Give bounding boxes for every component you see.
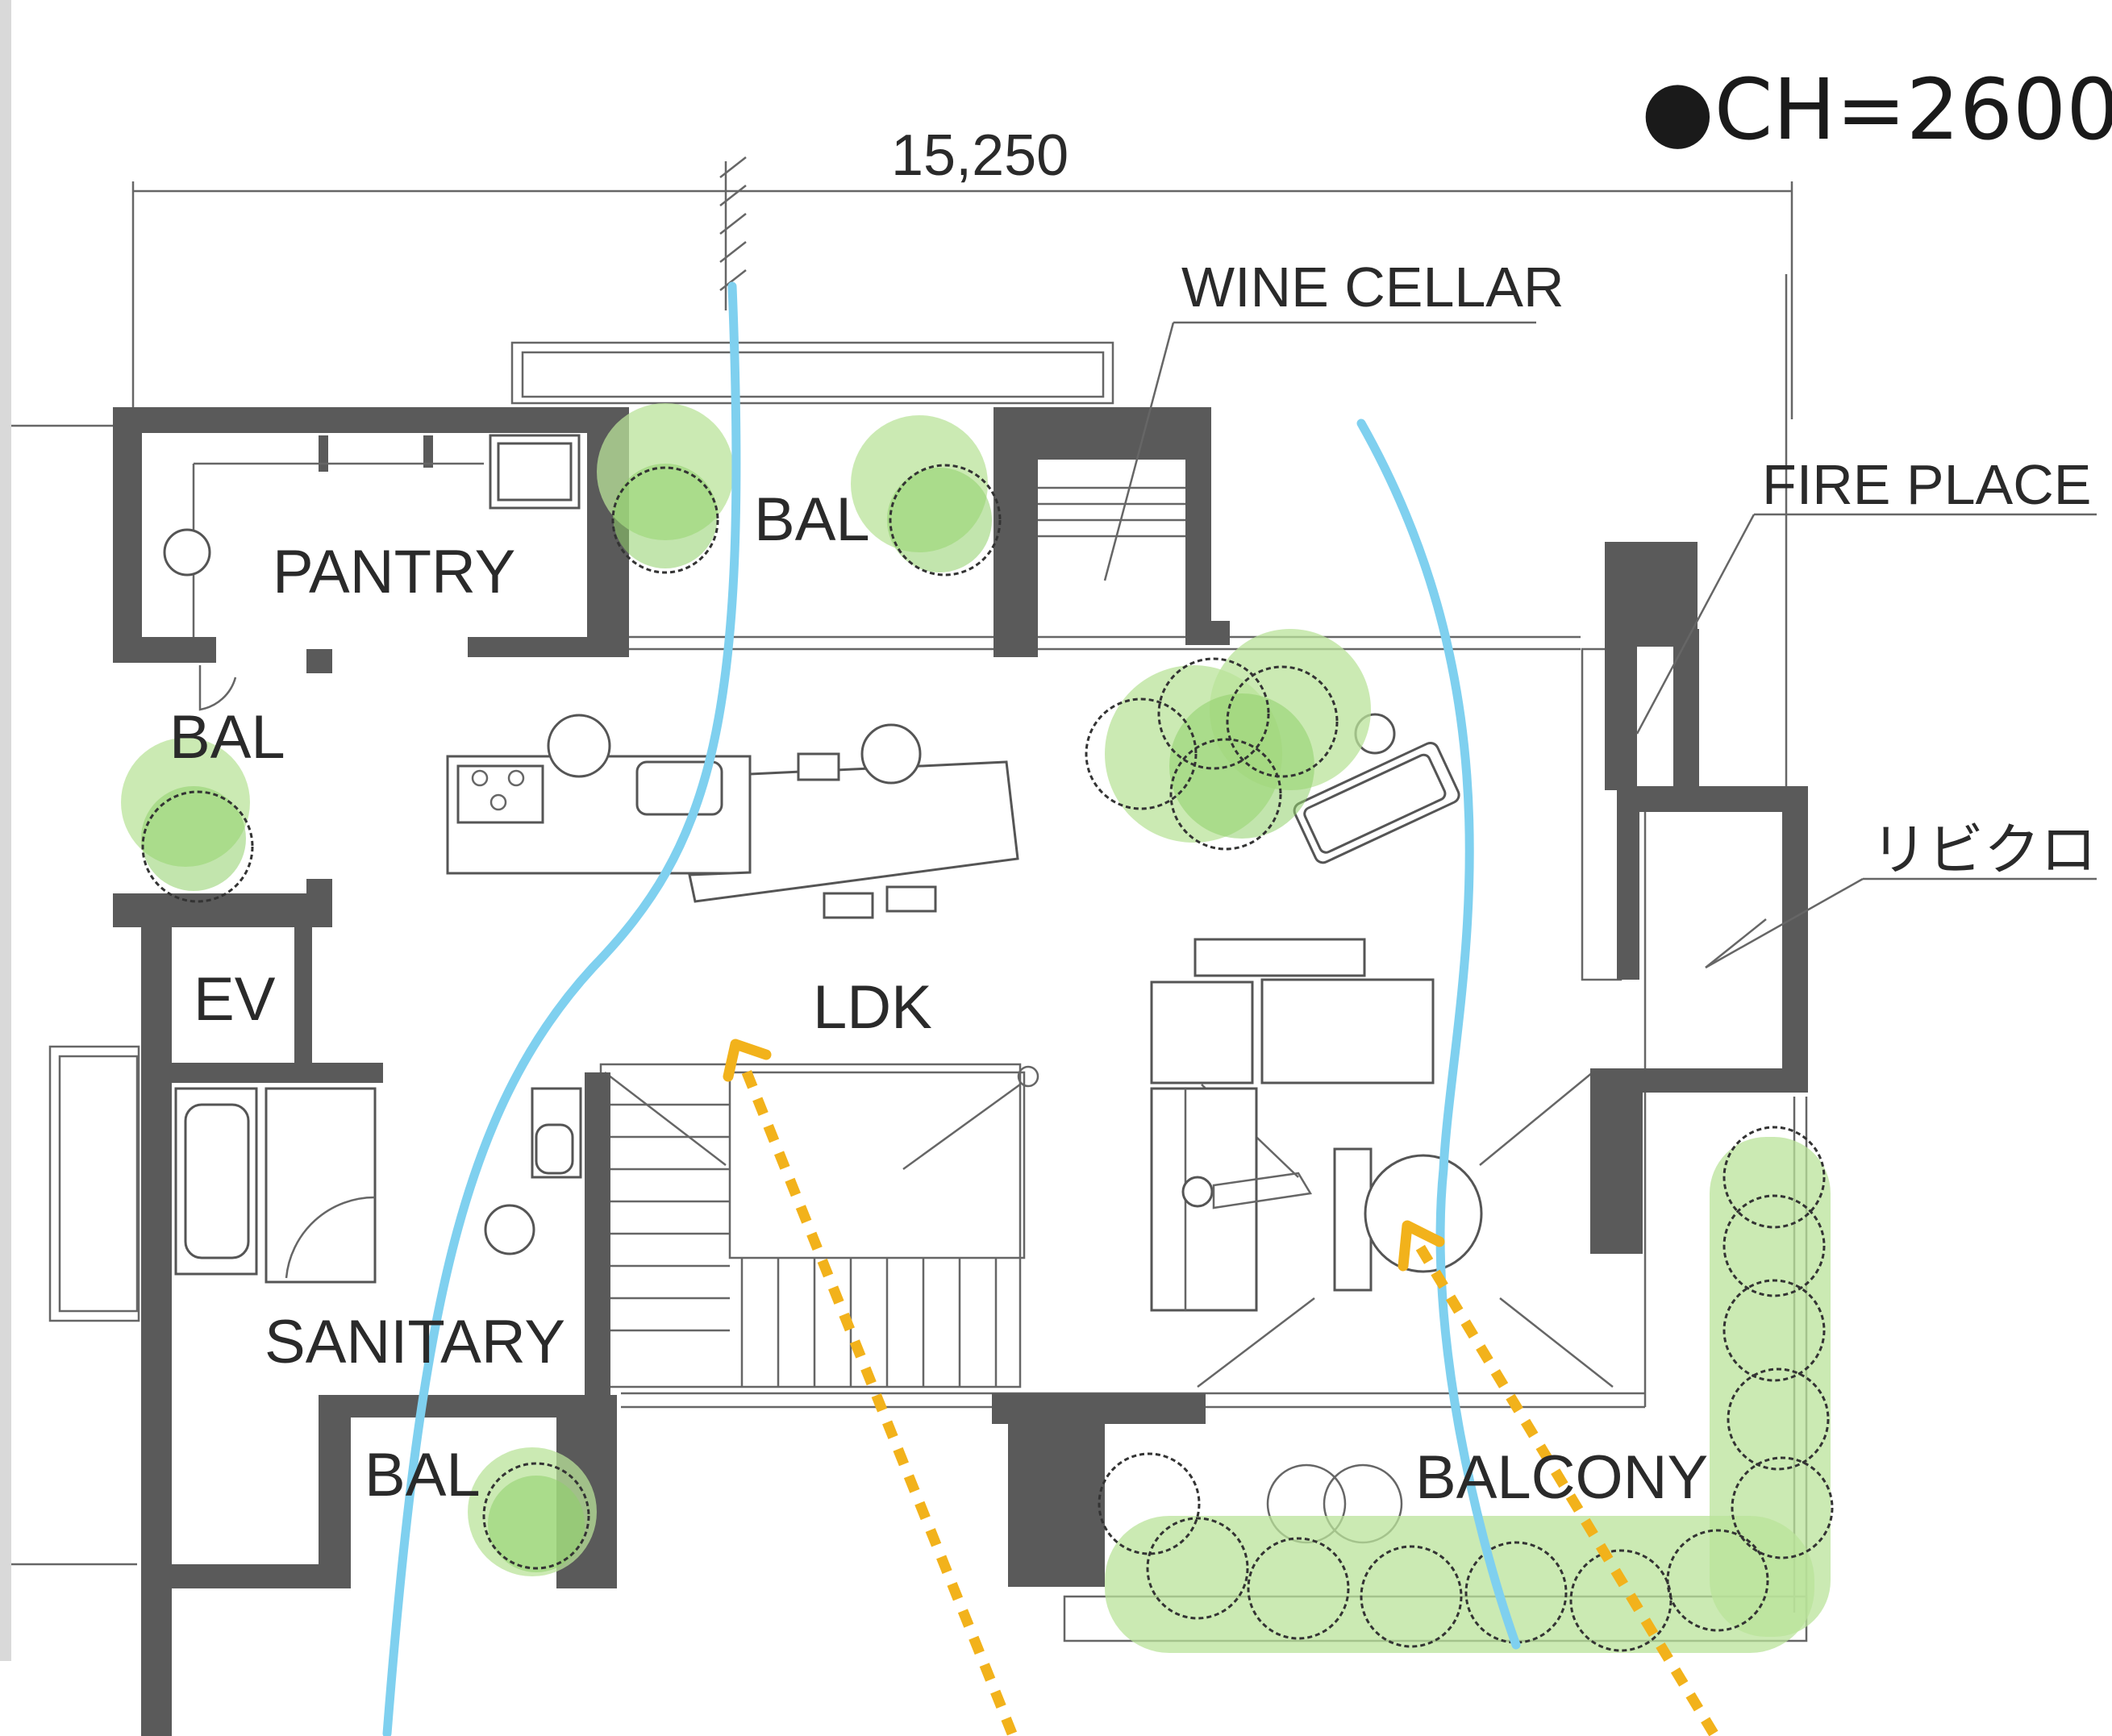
overall-dimension-line bbox=[131, 156, 1793, 419]
tree-bal-left bbox=[121, 738, 254, 903]
room-label-sanitary: SANITARY bbox=[265, 1308, 565, 1376]
callout-label-living-closet: リビクロ bbox=[1871, 818, 2097, 881]
wind-arrowhead-right bbox=[1398, 1220, 1445, 1272]
circulation-flow-right bbox=[1356, 418, 1521, 1650]
tree-bal-top-left bbox=[597, 403, 734, 574]
callout-fire-place: FIRE PLACE bbox=[1635, 453, 2097, 735]
tree-cluster-living bbox=[1085, 629, 1371, 851]
tree-bal-top-right bbox=[851, 415, 1002, 577]
room-label-pantry: PANTRY bbox=[273, 538, 515, 606]
wind-arrowhead-left bbox=[723, 1039, 772, 1082]
fixtures bbox=[163, 434, 1483, 1312]
wind-flow-left bbox=[736, 1058, 1018, 1736]
room-label-bal-bottom: BAL bbox=[364, 1441, 481, 1509]
ceiling-height-note: ●CH=2600 bbox=[1641, 60, 2112, 159]
tree-bal-bottom bbox=[468, 1447, 597, 1576]
room-label-ldk: LDK bbox=[813, 973, 932, 1042]
room-label-bal-left: BAL bbox=[169, 703, 285, 772]
circulation-flow-lines bbox=[382, 281, 1521, 1736]
callout-label-wine-cellar: WINE CELLAR bbox=[1181, 256, 1564, 318]
page-edge-strip bbox=[0, 0, 11, 1661]
room-label-balcony: BALCONY bbox=[1415, 1443, 1708, 1512]
callout-wine-cellar: WINE CELLAR bbox=[1103, 256, 1564, 581]
overall-dimension-text: 15,250 bbox=[891, 123, 1068, 188]
callout-living-closet: リビクロ bbox=[1705, 818, 2097, 969]
wind-flow-right bbox=[1414, 1243, 1718, 1736]
room-label-ev: EV bbox=[194, 965, 276, 1034]
room-label-bal-top: BAL bbox=[754, 485, 870, 554]
wind-flow-arrows bbox=[723, 1039, 1718, 1736]
greenery bbox=[121, 403, 1834, 1653]
tree-row-balcony bbox=[1098, 1126, 1834, 1653]
callout-label-fire-place: FIRE PLACE bbox=[1762, 453, 2091, 516]
circulation-flow-left bbox=[382, 281, 741, 1736]
